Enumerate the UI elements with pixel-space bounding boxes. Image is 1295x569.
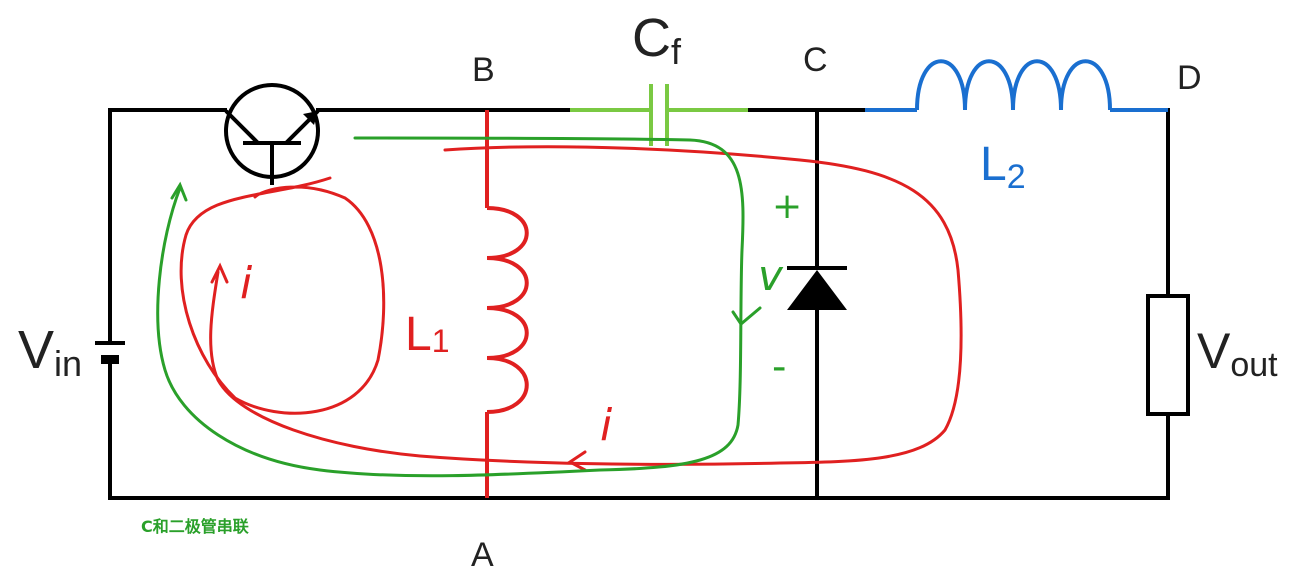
vout-label: Vout (1197, 323, 1278, 384)
vin-label-sub: in (54, 343, 82, 384)
capacitor-cf (570, 84, 748, 146)
voltage-minus-sign: - (772, 344, 786, 390)
node-label-c: C (803, 41, 828, 79)
diode (787, 266, 847, 310)
current-loop-big (209, 145, 963, 466)
l1-label-main: L (405, 308, 432, 361)
circuit-wires (108, 108, 1170, 500)
green-arrow-down (731, 306, 762, 327)
battery-vin (95, 341, 125, 364)
series-note: C和二极管串联 (141, 517, 249, 536)
l1-label: L1 (405, 308, 450, 361)
l1-coil (486, 206, 529, 414)
l2-coil (915, 59, 1112, 111)
current-loop-left (179, 176, 386, 415)
green-arrow-up (170, 181, 188, 202)
node-label-b: B (472, 51, 495, 89)
green-loop-path (156, 136, 745, 478)
node-label-a: A (471, 536, 494, 569)
vout-label-main: V (1197, 323, 1231, 379)
voltage-label: v (758, 251, 784, 300)
l2-label-main: L (980, 138, 1007, 191)
vin-label: Vin (18, 320, 82, 384)
current-label-left: i (240, 258, 253, 309)
load-resistor (1146, 294, 1190, 416)
l2-label-sub: 2 (1007, 158, 1026, 196)
inductor-l1 (485, 110, 529, 498)
transistor-collector (224, 109, 260, 145)
current-arrow-left (567, 450, 587, 472)
transistor (224, 83, 320, 185)
cf-label: Cf (632, 8, 682, 72)
battery-short-plate (101, 355, 119, 364)
current-arrow-up (210, 262, 229, 284)
cf-label-sub: f (671, 31, 682, 72)
cf-label-main: C (632, 8, 671, 68)
voltage-plus-sign: + (772, 186, 802, 227)
capacitor-diode-loop-green (156, 136, 762, 478)
l2-label: L2 (980, 138, 1026, 196)
vout-label-sub: out (1230, 346, 1278, 384)
diode-triangle (787, 270, 847, 310)
vin-label-main: V (18, 320, 54, 380)
inductor-l2 (865, 59, 1168, 112)
current-loops-red (179, 145, 963, 472)
node-label-d: D (1177, 59, 1202, 97)
emitter-arrow-icon (303, 111, 318, 125)
l1-label-sub: 1 (432, 323, 450, 359)
current-label-bottom: i (600, 400, 613, 451)
